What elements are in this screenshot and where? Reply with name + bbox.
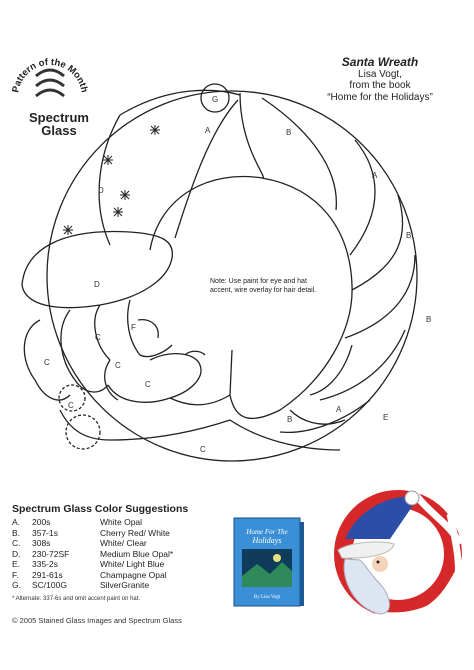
- spectrum-glass-logo: Pattern of the Month: [10, 57, 90, 98]
- star-icon: [103, 155, 113, 165]
- book-cover-image: Home For The Holidays By Lisa Vogt: [233, 517, 304, 607]
- hat-brim: [21, 230, 173, 309]
- brand-line-1: Spectrum: [29, 110, 89, 125]
- label-b: B: [286, 128, 291, 137]
- label-a: A: [205, 126, 211, 135]
- label-c: C: [95, 333, 101, 342]
- pattern-note: Note: Use paint for eye and hat accent, …: [210, 278, 317, 294]
- pattern-info: Santa Wreath Lisa Vogt, from the book “H…: [300, 55, 460, 103]
- label-b: B: [287, 415, 292, 424]
- brand-name: Spectrum Glass: [14, 111, 104, 137]
- eye-detail-circle: [58, 384, 86, 412]
- label-f: F: [131, 323, 136, 332]
- label-a: A: [372, 171, 378, 180]
- book-author: By Lisa Vogt: [254, 595, 281, 600]
- label-d: D: [98, 186, 104, 195]
- book-title-line-1: Home For The: [245, 528, 287, 536]
- label-c: C: [145, 380, 151, 389]
- cheek-detail-circle: [65, 414, 101, 450]
- label-c: C: [115, 361, 121, 370]
- wreath-color-preview: [334, 490, 464, 620]
- copyright: © 2005 Stained Glass Images and Spectrum…: [12, 616, 182, 625]
- star-icon: [63, 225, 73, 235]
- pattern-author: Lisa Vogt,: [358, 68, 402, 80]
- hat-top-edge: [119, 89, 241, 116]
- santa-wreath-pattern: G A B A B B D D F C C C C C C B A E: [21, 83, 431, 462]
- label-d: D: [94, 280, 100, 289]
- label-c: C: [68, 401, 74, 410]
- book-title-line-2: Holidays: [252, 536, 282, 545]
- pattern-book: “Home for the Holidays”: [327, 91, 433, 103]
- pattern-from: from the book: [349, 80, 411, 91]
- hat-stars: [63, 125, 160, 235]
- label-g: G: [212, 95, 218, 104]
- pattern-title: Santa Wreath: [341, 55, 419, 69]
- color-suggestions-title: Spectrum Glass Color Suggestions: [12, 503, 189, 515]
- star-icon: [113, 207, 123, 217]
- swirl-icon: [35, 68, 65, 98]
- brand-line-2: Glass: [41, 123, 77, 138]
- label-c: C: [200, 445, 206, 454]
- moon-face-outline: [149, 175, 353, 419]
- label-b: B: [426, 315, 431, 324]
- wreath-outline: [46, 90, 418, 462]
- star-icon: [150, 125, 160, 135]
- star-icon: [120, 190, 130, 200]
- label-b: B: [406, 231, 411, 240]
- alternate-note: * Alternate: 337-6s and omit accent pain…: [12, 596, 141, 602]
- label-a: A: [336, 405, 342, 414]
- label-e: E: [383, 413, 388, 422]
- hat-pompom: [200, 83, 230, 113]
- label-c: C: [44, 358, 50, 367]
